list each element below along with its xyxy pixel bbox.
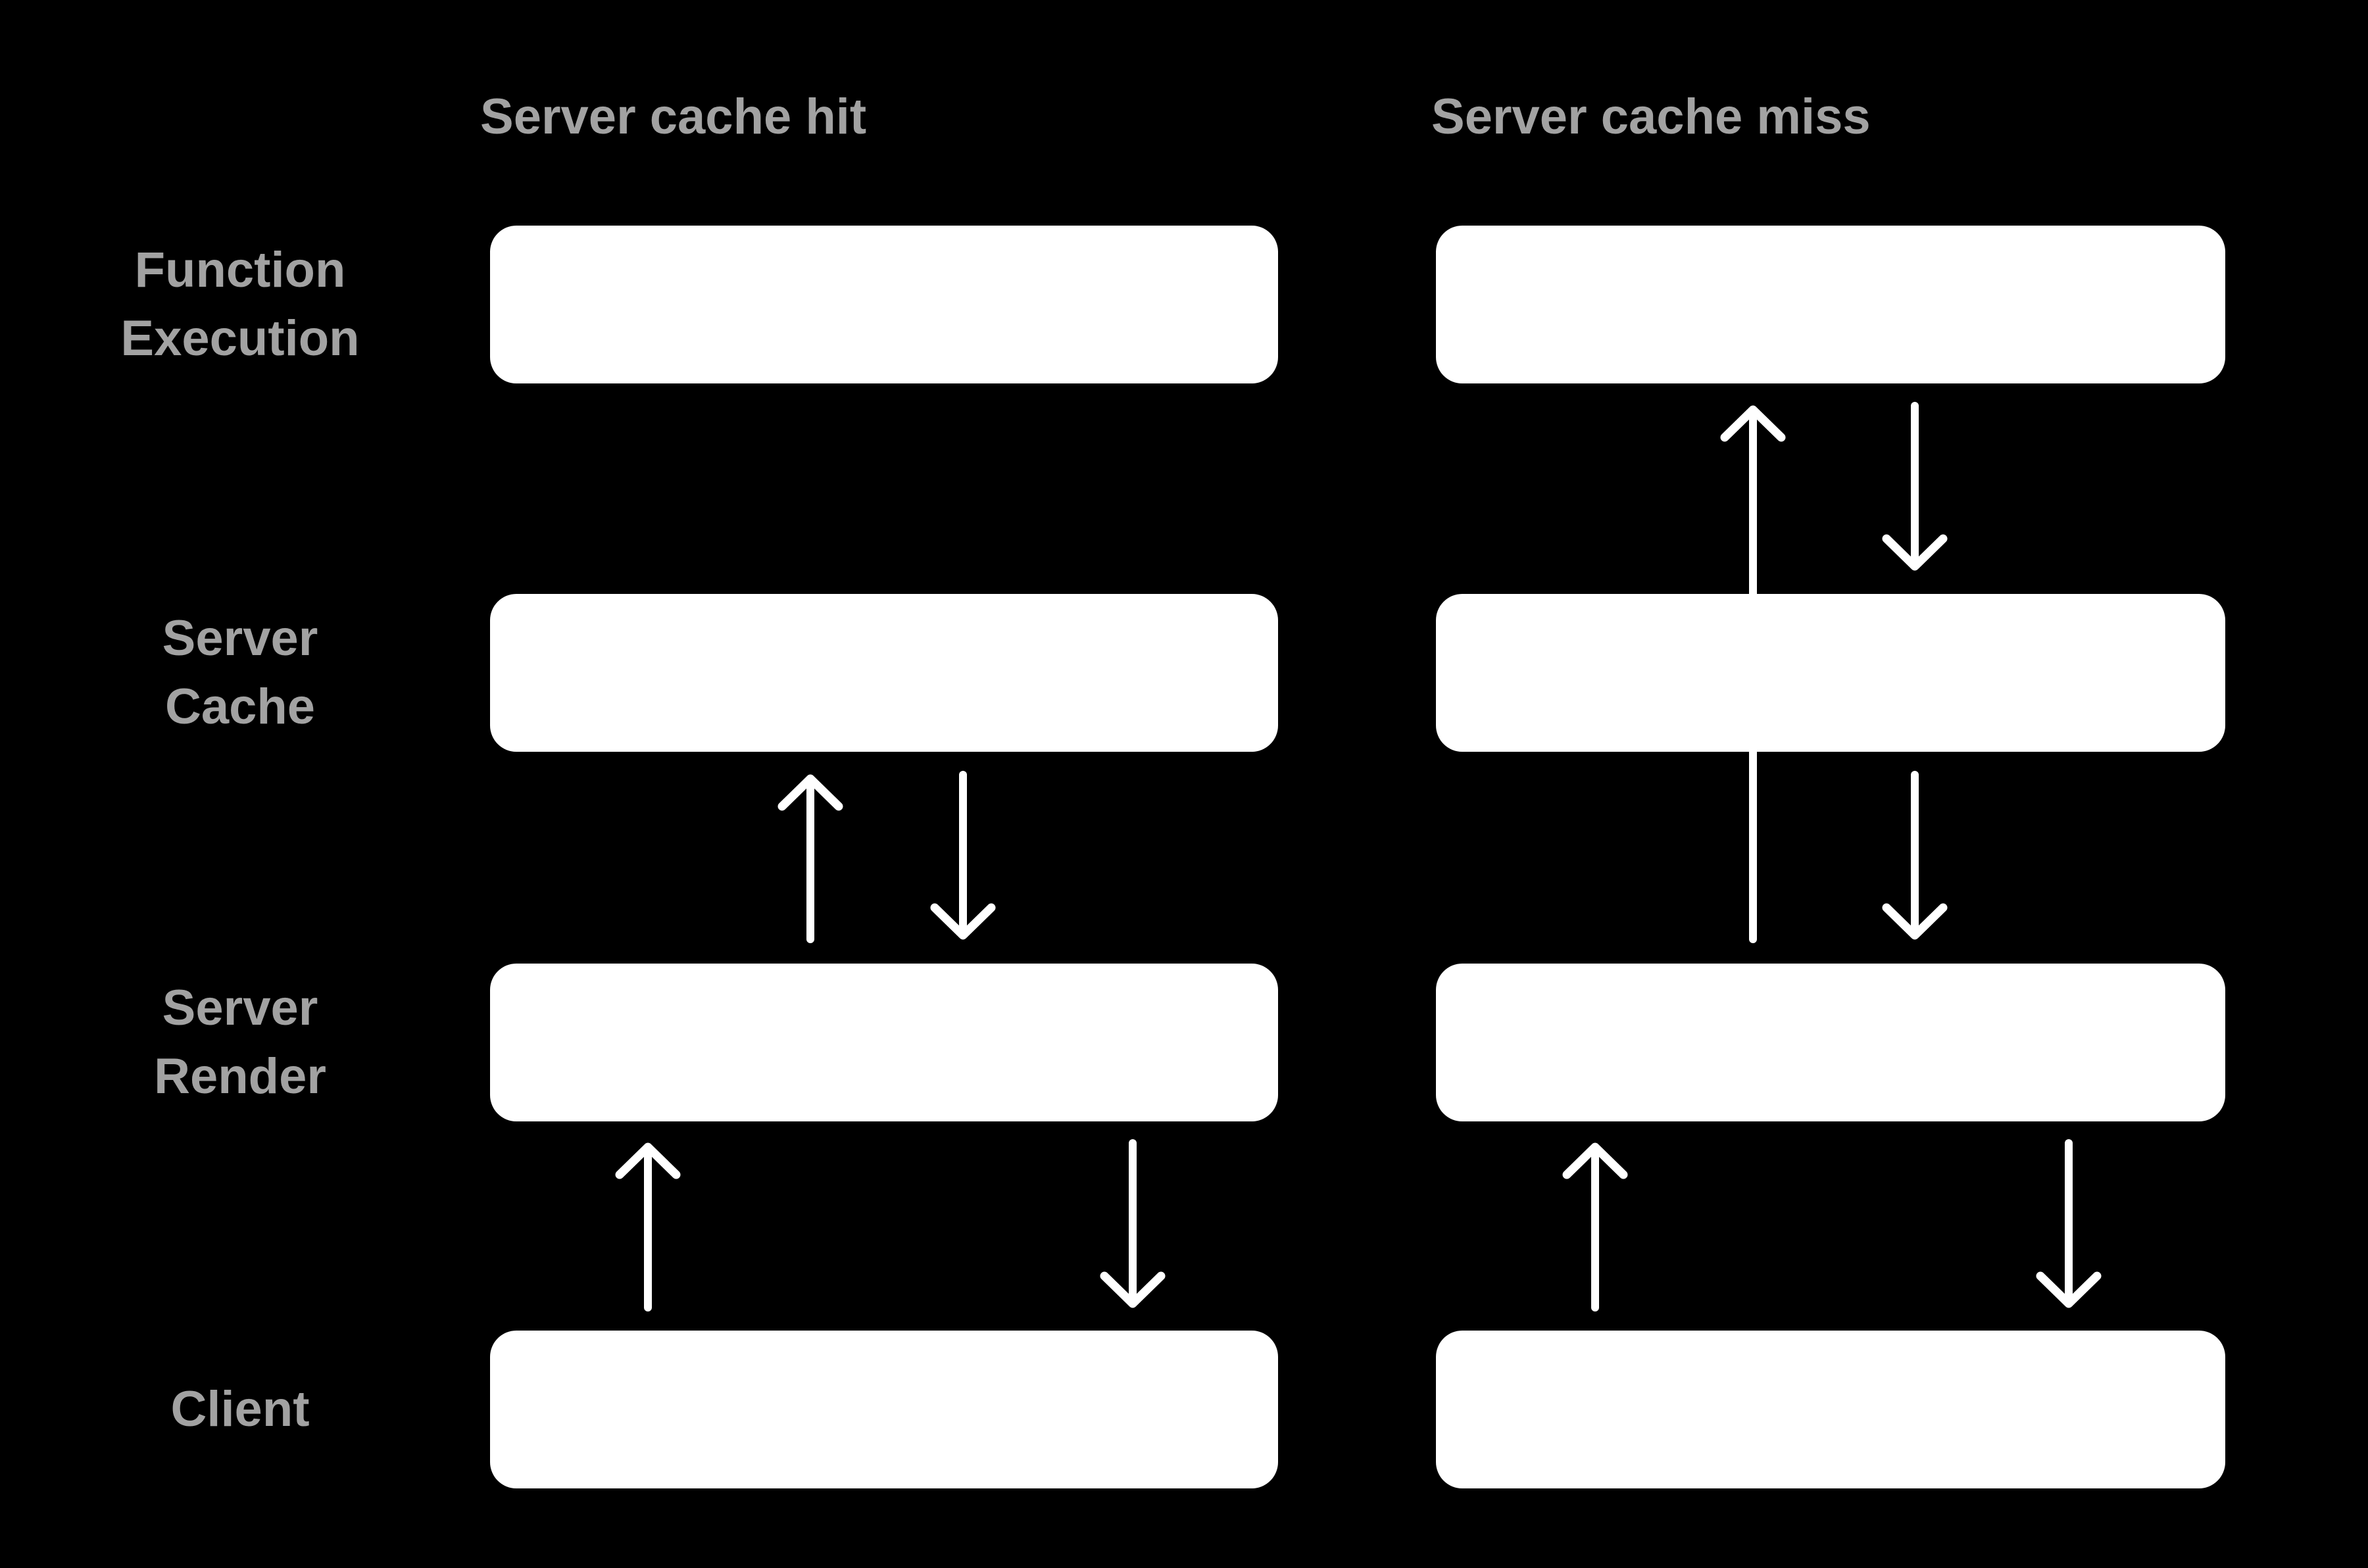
- column-header-server-cache-hit: Server cache hit: [480, 89, 867, 145]
- arrowhead-up-icon: [777, 774, 843, 811]
- box-miss-function-execution: [1436, 226, 2225, 383]
- row-label-client: Client: [170, 1381, 310, 1437]
- arrowhead-up-icon: [1720, 405, 1786, 442]
- arrow-down-hit-server-render-to-client: [1100, 1139, 1166, 1308]
- arrow-up-hit-client-to-server-render: [615, 1142, 681, 1311]
- arrow-down-miss-function-execution-to-server-cache: [1882, 402, 1948, 571]
- box-hit-server-render: [490, 964, 1278, 1121]
- arrowhead-down-icon: [1882, 534, 1948, 571]
- arrowhead-up-icon: [1562, 1142, 1628, 1179]
- arrowhead-up-icon: [615, 1142, 681, 1179]
- box-miss-server-render: [1436, 964, 2225, 1121]
- arrow-up-miss-client-to-server-render: [1562, 1142, 1628, 1311]
- arrowhead-down-icon: [1100, 1271, 1166, 1308]
- row-label-server-cache: Server Cache: [162, 610, 318, 735]
- row-label-server-render: Server Render: [154, 980, 326, 1104]
- arrow-down-hit-server-cache-to-server-render: [930, 771, 996, 940]
- arrow-down-miss-server-cache-to-server-render: [1882, 771, 1948, 940]
- box-hit-client: [490, 1331, 1278, 1488]
- arrowhead-down-icon: [2036, 1271, 2102, 1308]
- box-hit-server-cache: [490, 594, 1278, 752]
- box-hit-function-execution: [490, 226, 1278, 383]
- column-header-server-cache-miss: Server cache miss: [1431, 89, 1871, 145]
- row-label-function-execution: Function Execution: [120, 242, 360, 366]
- arrowhead-down-icon: [930, 903, 996, 940]
- arrowhead-down-icon: [1882, 903, 1948, 940]
- arrow-down-miss-server-render-to-client: [2036, 1139, 2102, 1308]
- arrow-up-hit-server-render-to-server-cache: [777, 774, 843, 943]
- box-miss-server-cache: [1436, 594, 2225, 752]
- box-miss-client: [1436, 1331, 2225, 1488]
